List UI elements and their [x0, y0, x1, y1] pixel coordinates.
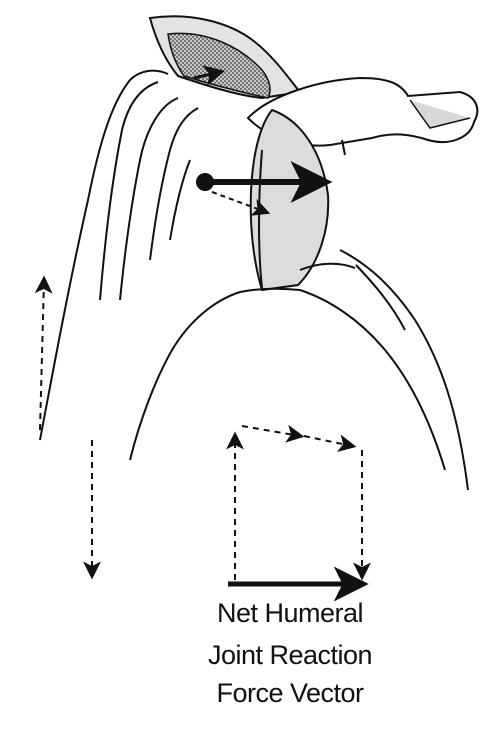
acromion [150, 16, 300, 98]
caption-line-3: Force Vector [150, 676, 430, 710]
force-vector-diagram [228, 426, 362, 584]
diagonal-component-arrow-1 [242, 426, 300, 436]
caption-line-2: Joint Reaction [150, 638, 430, 672]
caption-line-1: Net Humeral [150, 596, 430, 630]
diagonal-component-arrow-2 [304, 436, 352, 446]
arm-elevation-arrow [40, 280, 44, 430]
